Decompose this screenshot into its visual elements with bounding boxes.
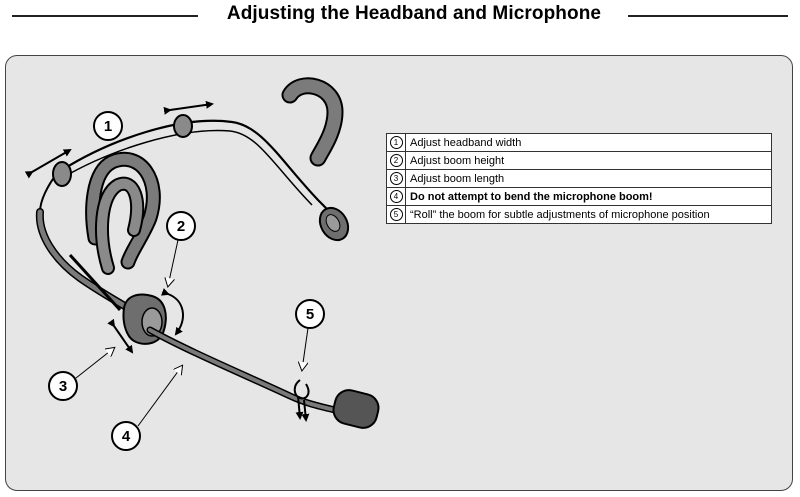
callout-2: 2 <box>167 211 196 286</box>
legend-text: Adjust boom height <box>405 151 772 170</box>
legend-number: 3 <box>389 172 403 185</box>
svg-text:1: 1 <box>104 118 112 135</box>
left-headband-pad <box>52 161 72 187</box>
legend-text: Adjust boom length <box>405 169 772 188</box>
svg-text:3: 3 <box>59 378 67 395</box>
legend-row: 5 “Roll” the boom for subtle adjustments… <box>386 205 772 224</box>
svg-text:4: 4 <box>122 428 131 445</box>
title-rule-right <box>628 15 788 17</box>
microphone-capsule <box>332 389 380 429</box>
legend-table: 1 Adjust headband width 2 Adjust boom he… <box>386 133 772 224</box>
svg-text:5: 5 <box>306 306 314 323</box>
legend-row: 3 Adjust boom length <box>386 169 772 188</box>
legend-row: 1 Adjust headband width <box>386 133 772 152</box>
page-title: Adjusting the Headband and Microphone <box>226 3 602 24</box>
boom-height-arrow <box>160 288 184 336</box>
legend-number: 2 <box>389 154 403 167</box>
callout-3: 3 <box>48 348 114 401</box>
legend-number: 4 <box>389 190 403 203</box>
legend-row: 4 Do not attempt to bend the microphone … <box>386 187 772 206</box>
legend-number: 1 <box>389 136 403 149</box>
roll-arrow <box>293 379 310 400</box>
callout-4: 4 <box>111 366 182 451</box>
header: Adjusting the Headband and Microphone <box>0 0 800 34</box>
legend-text: Adjust headband width <box>405 133 772 152</box>
headband-width-arrow-left <box>24 148 72 179</box>
boom-length-arrow <box>107 318 134 354</box>
legend-row: 2 Adjust boom height <box>386 151 772 170</box>
figure-panel <box>5 55 793 491</box>
title-rule-left <box>12 15 198 17</box>
headband-wire <box>61 119 339 223</box>
legend-number: 5 <box>389 208 403 221</box>
legend-text-warning: Do not attempt to bend the microphone bo… <box>405 187 772 206</box>
cable <box>68 253 122 312</box>
legend-text: “Roll” the boom for subtle adjustments o… <box>405 205 772 224</box>
headband-width-arrow <box>163 100 214 115</box>
callout-1: 1 <box>93 111 123 141</box>
svg-text:2: 2 <box>177 218 185 235</box>
headband-slider <box>173 114 193 138</box>
callout-5: 5 <box>295 299 325 370</box>
